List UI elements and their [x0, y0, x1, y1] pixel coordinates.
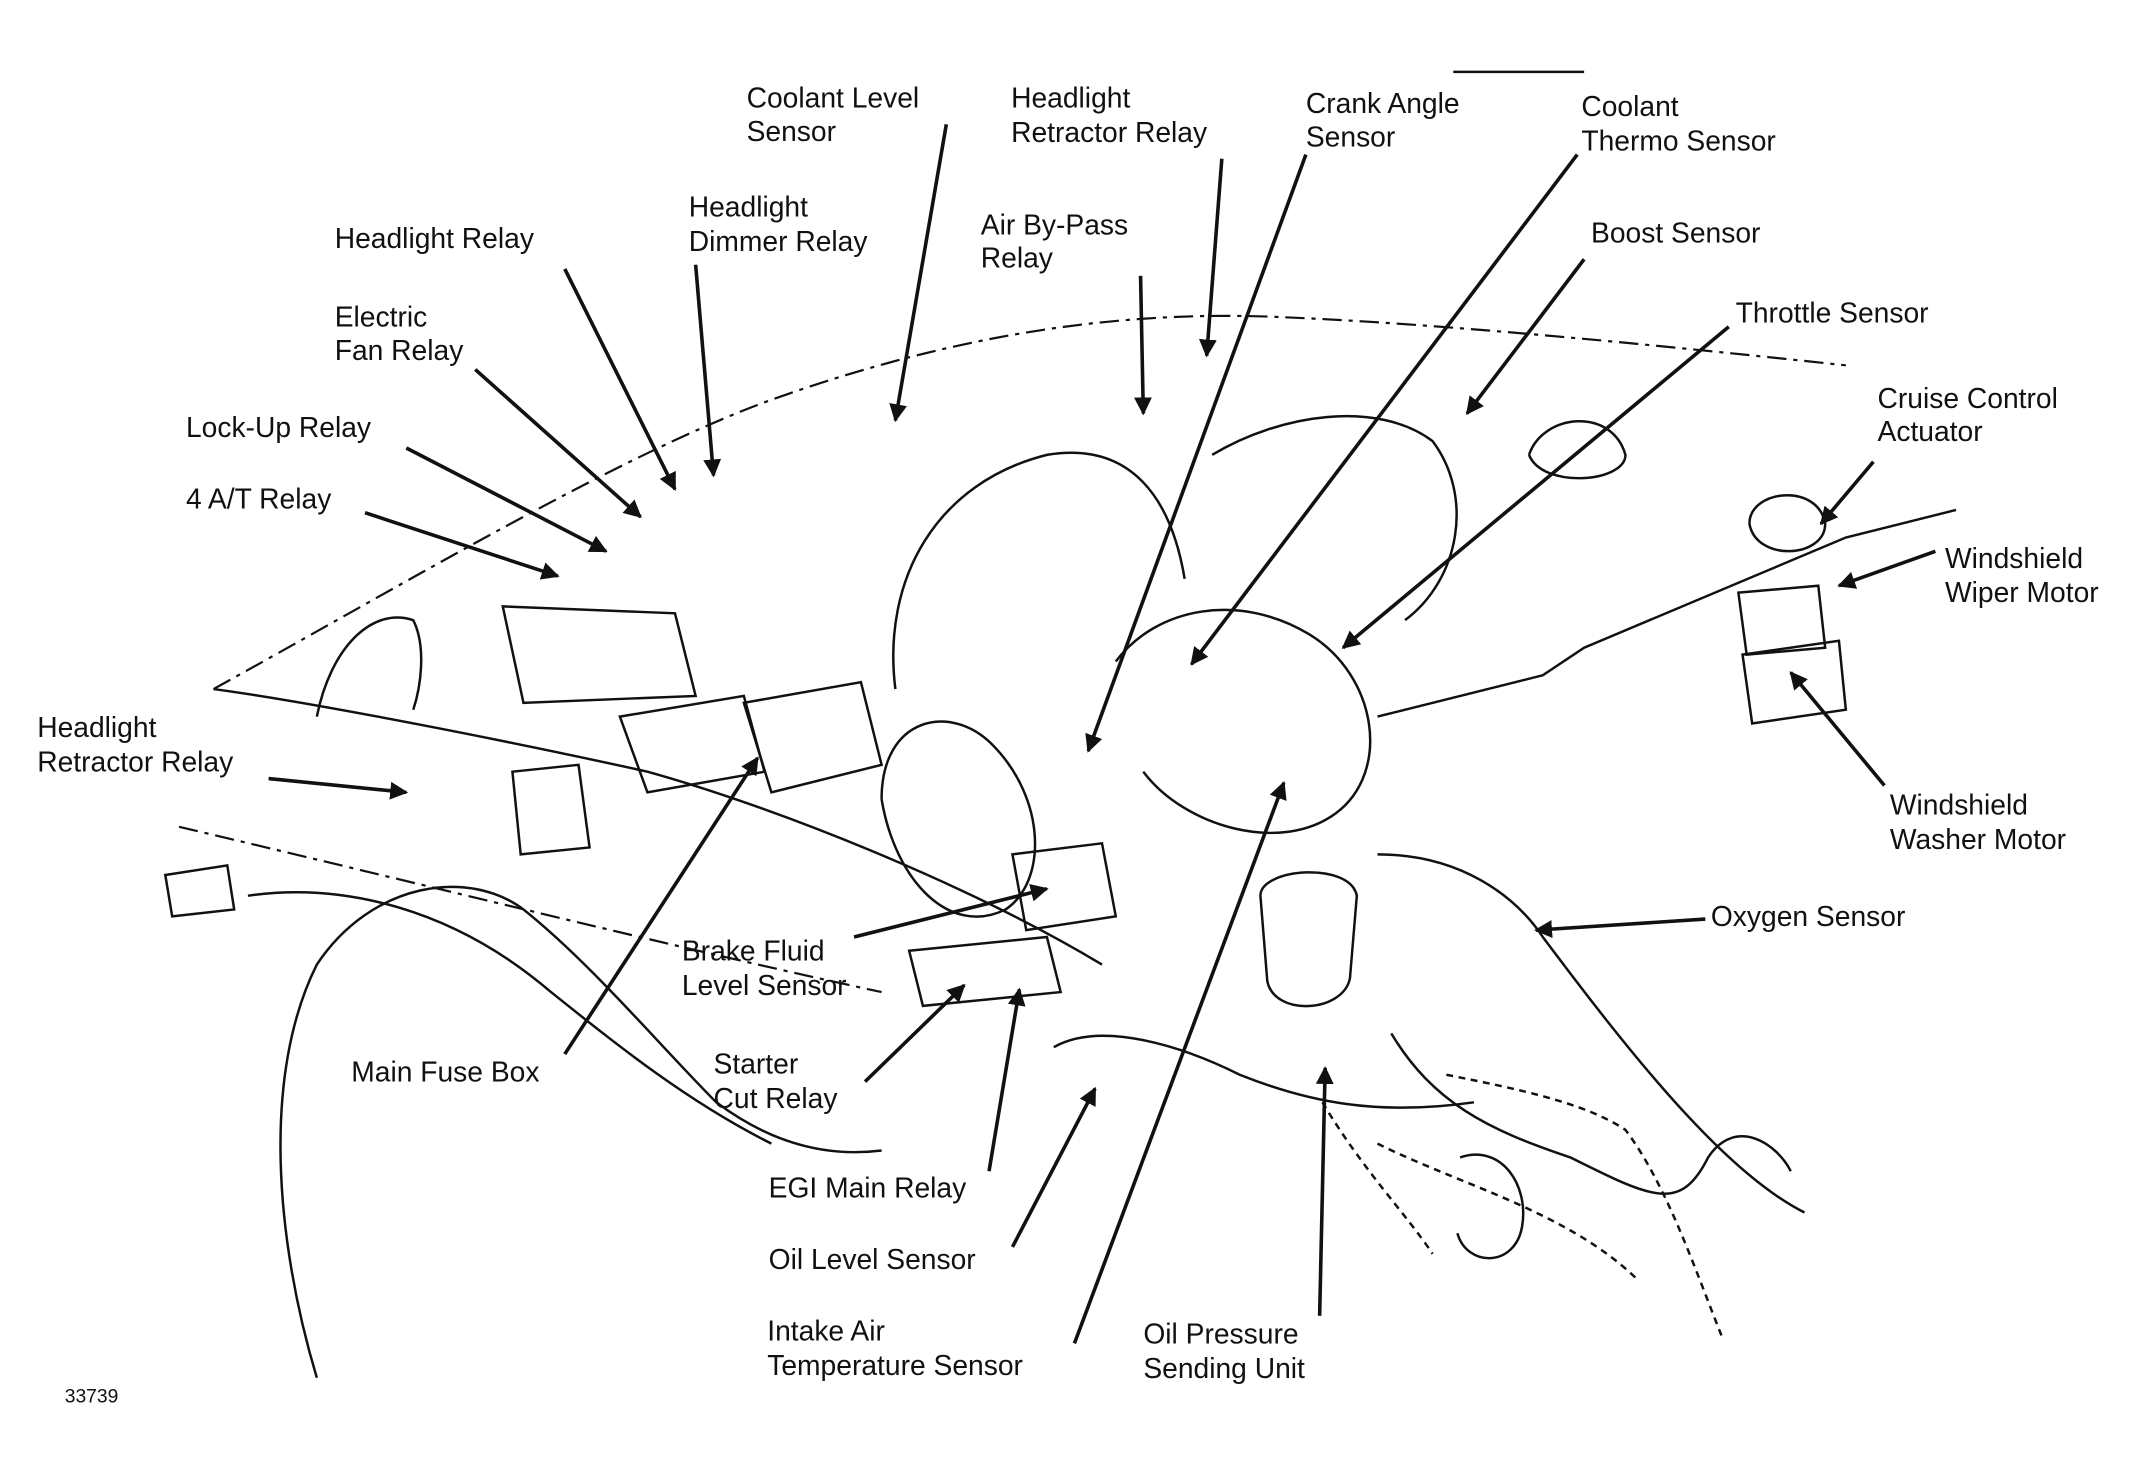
arrow-headlight-retractor-relay-top	[1198, 158, 1224, 358]
label-4-at-relay: 4 A/T Relay	[186, 483, 332, 515]
arrow-electric-fan-relay	[474, 368, 642, 519]
arrow-intake-air-temperature-sensor	[1072, 781, 1287, 1344]
arrow-windshield-washer-motor	[1789, 671, 1886, 787]
figure-number: 33739	[65, 1387, 119, 1408]
arrow-4-at-relay	[364, 511, 560, 580]
leader-arrows	[268, 123, 1936, 1344]
label-oil-level-sensor: Oil Level Sensor	[769, 1243, 976, 1275]
arrow-boost-sensor	[1465, 258, 1586, 415]
arrow-oxygen-sensor	[1534, 917, 1706, 938]
label-throttle-sensor: Throttle Sensor	[1736, 297, 1929, 329]
arrow-headlight-relay	[563, 268, 677, 491]
arrow-crank-angle-sensor	[1085, 153, 1308, 753]
arrow-coolant-level-sensor	[889, 123, 949, 423]
arrow-windshield-wiper-motor	[1837, 549, 1936, 589]
label-boost-sensor: Boost Sensor	[1591, 217, 1760, 249]
arrow-oil-level-sensor	[1010, 1086, 1097, 1248]
label-oxygen-sensor: Oxygen Sensor	[1711, 900, 1906, 932]
arrow-oil-pressure-sending-unit	[1315, 1066, 1334, 1316]
arrow-throttle-sensor	[1341, 325, 1730, 650]
arrow-main-fuse-box	[563, 756, 760, 1056]
label-main-fuse-box: Main Fuse Box	[351, 1056, 539, 1088]
label-egi-main-relay: EGI Main Relay	[769, 1171, 967, 1203]
arrow-egi-main-relay	[987, 987, 1026, 1172]
vehicle-sketch	[163, 70, 1957, 1379]
arrow-cruise-control-actuator	[1819, 460, 1875, 526]
label-headlight-relay: Headlight Relay	[335, 222, 535, 254]
arrow-coolant-thermo-sensor	[1190, 153, 1579, 666]
arrow-headlight-dimmer-relay	[693, 264, 722, 478]
arrow-headlight-retractor-relay-left	[268, 776, 409, 800]
label-lock-up-relay: Lock-Up Relay	[186, 411, 372, 443]
arrow-brake-fluid-level-sensor	[853, 884, 1049, 939]
arrow-air-by-pass-relay	[1134, 275, 1152, 416]
arrow-starter-cut-relay	[863, 983, 966, 1083]
arrow-lock-up-relay	[405, 446, 608, 553]
